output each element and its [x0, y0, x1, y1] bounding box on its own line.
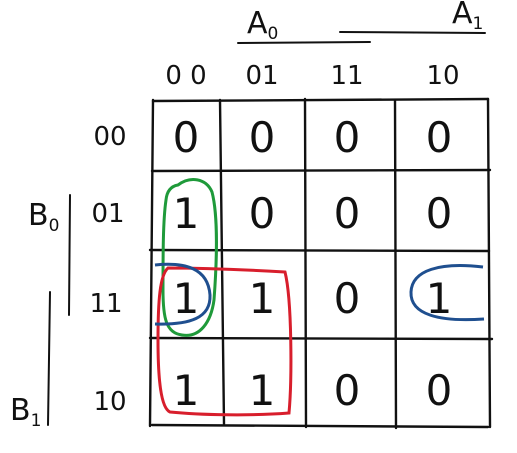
grid-line-row-3	[148, 336, 494, 341]
b1-bar	[47, 291, 51, 426]
b1-letter: B	[10, 393, 31, 428]
cell-r1-c2: 0	[334, 189, 361, 238]
grid-line-col-1	[218, 98, 226, 426]
a1-letter: A	[452, 0, 473, 31]
row-header-11: 11	[89, 289, 122, 319]
cell-r3-c0: 1	[173, 366, 200, 415]
grid-line-left	[148, 98, 155, 428]
blue-group-right-arc	[409, 264, 485, 322]
grid-line-col-2	[303, 97, 308, 429]
grid	[148, 97, 494, 430]
b0-letter: B	[28, 198, 49, 233]
grid-line-top	[151, 97, 490, 103]
variable-a0-label: A0	[247, 6, 278, 44]
a1-overbar	[339, 31, 486, 34]
a1-subscript: 1	[473, 14, 484, 34]
grid-line-row-1	[150, 168, 492, 173]
column-header-11: 11	[330, 61, 363, 91]
green-group-loop	[161, 178, 218, 337]
cell-r0-c0: 0	[173, 113, 200, 162]
cell-r2-c1: 1	[249, 274, 276, 323]
a0-overbar	[237, 41, 371, 44]
svg-text:A0: A0	[247, 6, 278, 44]
b0-bar	[68, 194, 71, 316]
cell-r2-c0: 1	[173, 274, 200, 323]
cell-r3-c1: 1	[249, 366, 276, 415]
row-header-01: 01	[91, 199, 124, 229]
grid-line-bottom	[150, 423, 490, 429]
column-header-01: 01	[245, 61, 278, 91]
cell-r1-c1: 0	[249, 189, 276, 238]
cell-r1-c0: 1	[173, 189, 200, 238]
cell-r0-c3: 0	[426, 113, 453, 162]
a0-subscript: 0	[268, 24, 279, 44]
b1-subscript: 1	[31, 411, 42, 431]
cell-r1-c3: 0	[426, 189, 453, 238]
grid-line-row-2	[148, 248, 491, 253]
row-header-00: 00	[93, 122, 126, 152]
grid-line-col-3	[393, 98, 398, 430]
row-header-10: 10	[93, 387, 126, 417]
cell-r0-c1: 0	[249, 113, 276, 162]
cell-r3-c2: 0	[334, 366, 361, 415]
svg-text:B1: B1	[10, 393, 41, 431]
red-group-loop	[156, 266, 293, 417]
column-header-00: 0 0	[165, 61, 206, 91]
blue-group-left-arc	[154, 262, 212, 326]
grid-line-right	[486, 97, 492, 429]
cell-r2-c2: 0	[334, 274, 361, 323]
column-header-10: 10	[426, 61, 459, 91]
a0-letter: A	[247, 6, 268, 41]
cell-r0-c2: 0	[334, 113, 361, 162]
cell-r3-c3: 0	[426, 366, 453, 415]
svg-text:B0: B0	[28, 198, 59, 236]
b0-subscript: 0	[49, 216, 60, 236]
variable-b1-label: B1	[10, 393, 41, 431]
variable-b0-label: B0	[28, 198, 59, 236]
variable-a1-label: A1	[452, 0, 483, 34]
svg-text:A1: A1	[452, 0, 483, 34]
